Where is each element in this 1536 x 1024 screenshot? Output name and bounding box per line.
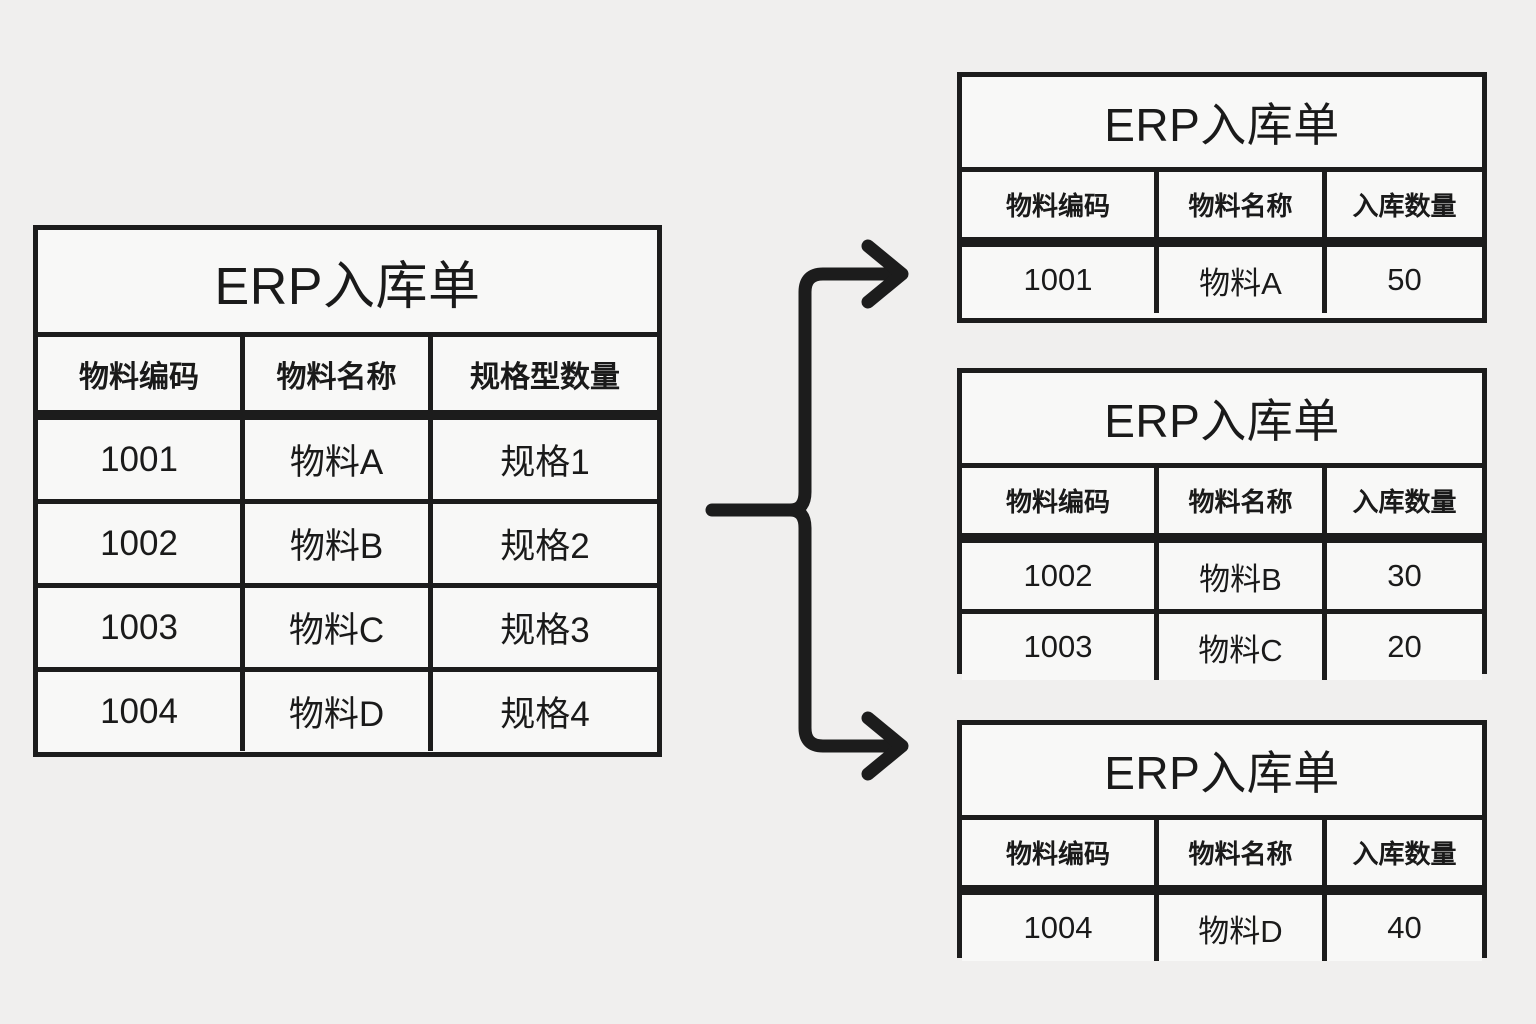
split-header-material-code: 物料编码 [962,468,1154,533]
split-header-material-code: 物料编码 [962,172,1154,237]
split-header-material-name: 物料名称 [1154,820,1322,885]
split-cell-code: 1002 [962,543,1154,609]
source-cell-spec: 规格1 [428,420,657,499]
source-cell-code: 1001 [38,420,240,499]
source-cell-name: 物料A [240,420,428,499]
split-brace-arrow-icon [705,239,909,781]
split-cell-name: 物料B [1154,543,1322,609]
source-cell-spec: 规格4 [428,672,657,751]
source-cell-name: 物料D [240,672,428,751]
split-cell-name: 物料A [1154,247,1322,313]
source-header-spec-quantity: 规格型数量 [428,337,657,410]
split-cell-quantity: 40 [1322,895,1482,961]
source-cell-spec: 规格3 [428,588,657,667]
split-header-inbound-quantity: 入库数量 [1322,172,1482,237]
split-cell-code: 1003 [962,614,1154,680]
split-table-3-header-row: 物料编码 物料名称 入库数量 [962,820,1482,890]
table-row: 1003 物料C 规格3 [38,583,657,667]
source-cell-name: 物料C [240,588,428,667]
split-table-1: ERP入库单 物料编码 物料名称 入库数量 1001 物料A 50 [957,72,1487,323]
source-cell-code: 1003 [38,588,240,667]
source-table-header-row: 物料编码 物料名称 规格型数量 [38,337,657,415]
source-cell-name: 物料B [240,504,428,583]
table-row: 1004 物料D 规格4 [38,667,657,751]
source-header-material-name: 物料名称 [240,337,428,410]
split-header-inbound-quantity: 入库数量 [1322,820,1482,885]
split-cell-name: 物料D [1154,895,1322,961]
source-header-material-code: 物料编码 [38,337,240,410]
source-table: ERP入库单 物料编码 物料名称 规格型数量 1001 物料A 规格1 1002… [33,225,662,757]
split-table-3-title: ERP入库单 [962,725,1482,820]
split-cell-quantity: 30 [1322,543,1482,609]
split-table-3: ERP入库单 物料编码 物料名称 入库数量 1004 物料D 40 [957,720,1487,961]
split-table-1-header-row: 物料编码 物料名称 入库数量 [962,172,1482,242]
split-header-material-name: 物料名称 [1154,172,1322,237]
table-row: 1001 物料A 规格1 [38,415,657,499]
split-header-material-code: 物料编码 [962,820,1154,885]
table-row: 1004 物料D 40 [962,890,1482,961]
split-table-2-title: ERP入库单 [962,373,1482,468]
split-header-inbound-quantity: 入库数量 [1322,468,1482,533]
table-row: 1003 物料C 20 [962,609,1482,680]
source-cell-code: 1004 [38,672,240,751]
split-cell-code: 1004 [962,895,1154,961]
source-cell-code: 1002 [38,504,240,583]
split-table-2-header-row: 物料编码 物料名称 入库数量 [962,468,1482,538]
source-table-title: ERP入库单 [38,230,657,337]
split-cell-code: 1001 [962,247,1154,313]
split-table-1-title: ERP入库单 [962,77,1482,172]
table-row: 1001 物料A 50 [962,242,1482,313]
split-header-material-name: 物料名称 [1154,468,1322,533]
source-cell-spec: 规格2 [428,504,657,583]
split-cell-name: 物料C [1154,614,1322,680]
table-row: 1002 物料B 规格2 [38,499,657,583]
split-table-2: ERP入库单 物料编码 物料名称 入库数量 1002 物料B 30 1003 物… [957,368,1487,680]
split-cell-quantity: 20 [1322,614,1482,680]
split-cell-quantity: 50 [1322,247,1482,313]
table-row: 1002 物料B 30 [962,538,1482,609]
